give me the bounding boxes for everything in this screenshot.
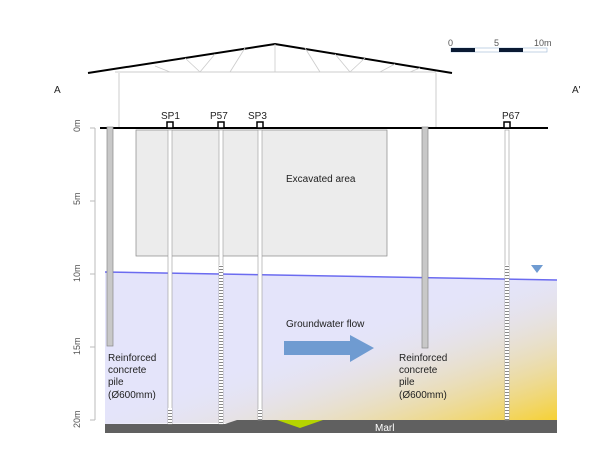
pile-label-line: concrete <box>108 365 147 376</box>
well-P67: P67 <box>502 111 520 421</box>
scale-tick: 5 <box>494 38 499 48</box>
depth-axis: 0m 5m 10m 15m 20m <box>72 119 96 428</box>
scale-bar: 0 5 10m <box>448 38 552 53</box>
water-table-line <box>104 271 558 281</box>
marl-label: Marl <box>375 423 394 434</box>
excavated-area-label: Excavated area <box>286 174 356 185</box>
water-table-icon <box>531 265 543 273</box>
pile-label-line: Reinforced <box>108 353 156 364</box>
depth-tick: 20m <box>72 410 82 428</box>
groundwater-flow-label: Groundwater flow <box>286 319 365 330</box>
building-roof <box>87 42 453 128</box>
concrete-pile <box>421 126 429 349</box>
depth-tick: 5m <box>72 192 82 205</box>
section-end-label: A' <box>572 85 581 96</box>
marl-layer <box>105 420 557 433</box>
depth-tick: 0m <box>72 119 82 132</box>
pile-label-line: Reinforced <box>399 353 447 364</box>
groundwater-flow-arrow <box>284 335 374 362</box>
pile-label-line: concrete <box>399 365 438 376</box>
well-label: SP1 <box>161 111 180 122</box>
pile-label-line: (Ø600mm) <box>108 390 156 401</box>
pile-left-label: Reinforced concrete pile (Ø600mm) <box>108 353 156 401</box>
section-start-label: A <box>54 85 61 96</box>
pile-right-label: Reinforced concrete pile (Ø600mm) <box>399 353 447 401</box>
well-label: P57 <box>210 111 228 122</box>
concrete-pile <box>106 126 114 347</box>
well-SP1: SP1 <box>161 111 180 425</box>
pile-label-line: pile <box>399 377 415 388</box>
pile-label-line: (Ø600mm) <box>399 390 447 401</box>
well-label: P67 <box>502 111 520 122</box>
depth-tick: 15m <box>72 337 82 355</box>
scale-tick: 10m <box>534 38 552 48</box>
depth-tick: 10m <box>72 264 82 282</box>
well-SP3: SP3 <box>248 111 267 421</box>
scale-tick: 0 <box>448 38 453 48</box>
pile-label-line: pile <box>108 377 124 388</box>
marl-marker <box>277 420 323 428</box>
well-P57: P57 <box>210 111 228 425</box>
well-label: SP3 <box>248 111 267 122</box>
